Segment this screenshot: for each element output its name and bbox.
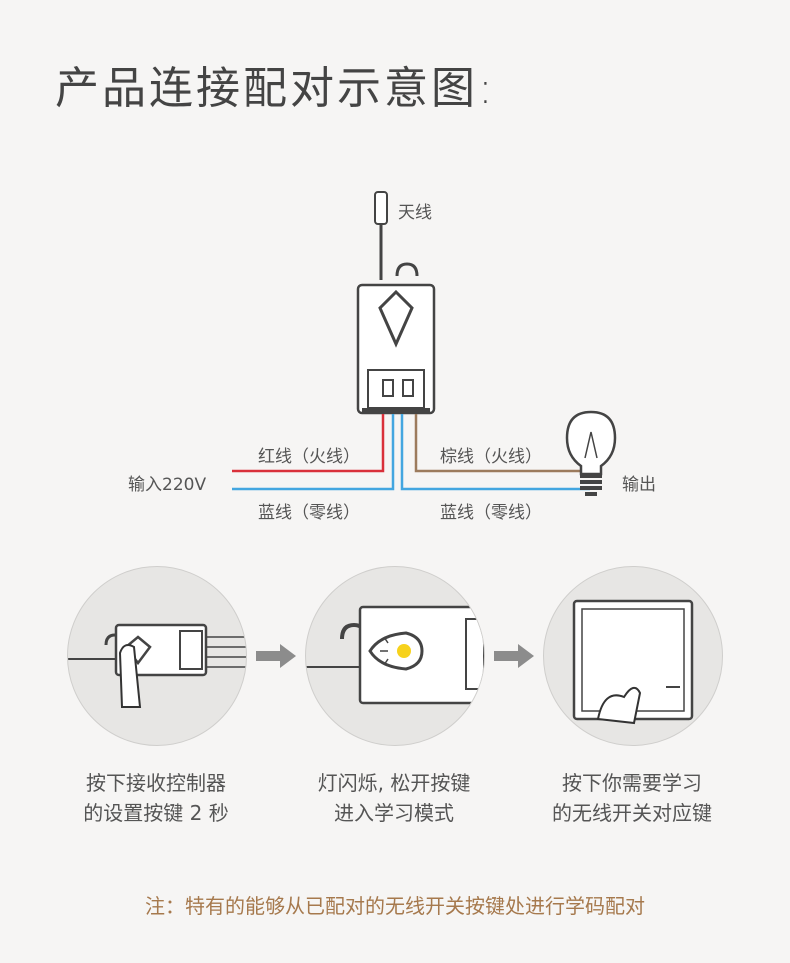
receiver-controller	[356, 262, 436, 415]
setting-button-icon	[378, 289, 414, 348]
hand-icon	[596, 686, 642, 725]
input-label: 输入220V	[128, 475, 207, 495]
finger-icon	[118, 644, 142, 708]
bulb-icon	[565, 410, 617, 496]
footnote: 注：特有的能够从已配对的无线开关按键处进行学码配对	[145, 894, 645, 918]
step-2-caption-line1: 灯闪烁, 松开按键	[317, 771, 471, 795]
step-3-caption: 按下你需要学习 的无线开关对应键	[512, 768, 752, 828]
antenna-icon	[374, 191, 388, 280]
red-wire	[232, 414, 385, 473]
antenna-label: 天线	[398, 203, 432, 223]
blinking-led-icon	[397, 644, 411, 658]
output-label: 输出	[622, 475, 656, 495]
blue-wire-right-label: 蓝线（零线）	[440, 503, 542, 523]
arrow-right-icon	[494, 644, 534, 668]
arrow-right-icon	[256, 644, 296, 668]
step-1-caption: 按下接收控制器 的设置按键 2 秒	[36, 768, 276, 828]
wiring-diagram: 天线 红线（火线） 蓝线（零线） 棕线（火线） 蓝线（零线） 输入220V 输出	[0, 180, 790, 540]
step-3-caption-line1: 按下你需要学习	[562, 771, 702, 795]
page-title: 产品连接配对示意图:	[55, 63, 496, 114]
step-1-caption-line2: 的设置按键 2 秒	[83, 801, 229, 825]
step-3-illustration	[543, 566, 723, 746]
red-wire-label: 红线（火线）	[258, 447, 360, 467]
brown-wire-label: 棕线（火线）	[440, 447, 542, 467]
blue-wire-left-label: 蓝线（零线）	[258, 503, 360, 523]
step-2-caption-line2: 进入学习模式	[334, 801, 454, 825]
wiring-svg	[232, 191, 617, 496]
step-1-caption-line1: 按下接收控制器	[86, 771, 226, 795]
step-1-illustration	[67, 566, 247, 746]
brown-wire	[414, 414, 585, 473]
blue-wire-left	[232, 414, 395, 491]
step-3-caption-line2: 的无线开关对应键	[552, 801, 712, 825]
blue-wire-right	[400, 414, 590, 491]
step-2-caption: 灯闪烁, 松开按键 进入学习模式	[274, 768, 514, 828]
step-2-illustration	[305, 566, 485, 746]
